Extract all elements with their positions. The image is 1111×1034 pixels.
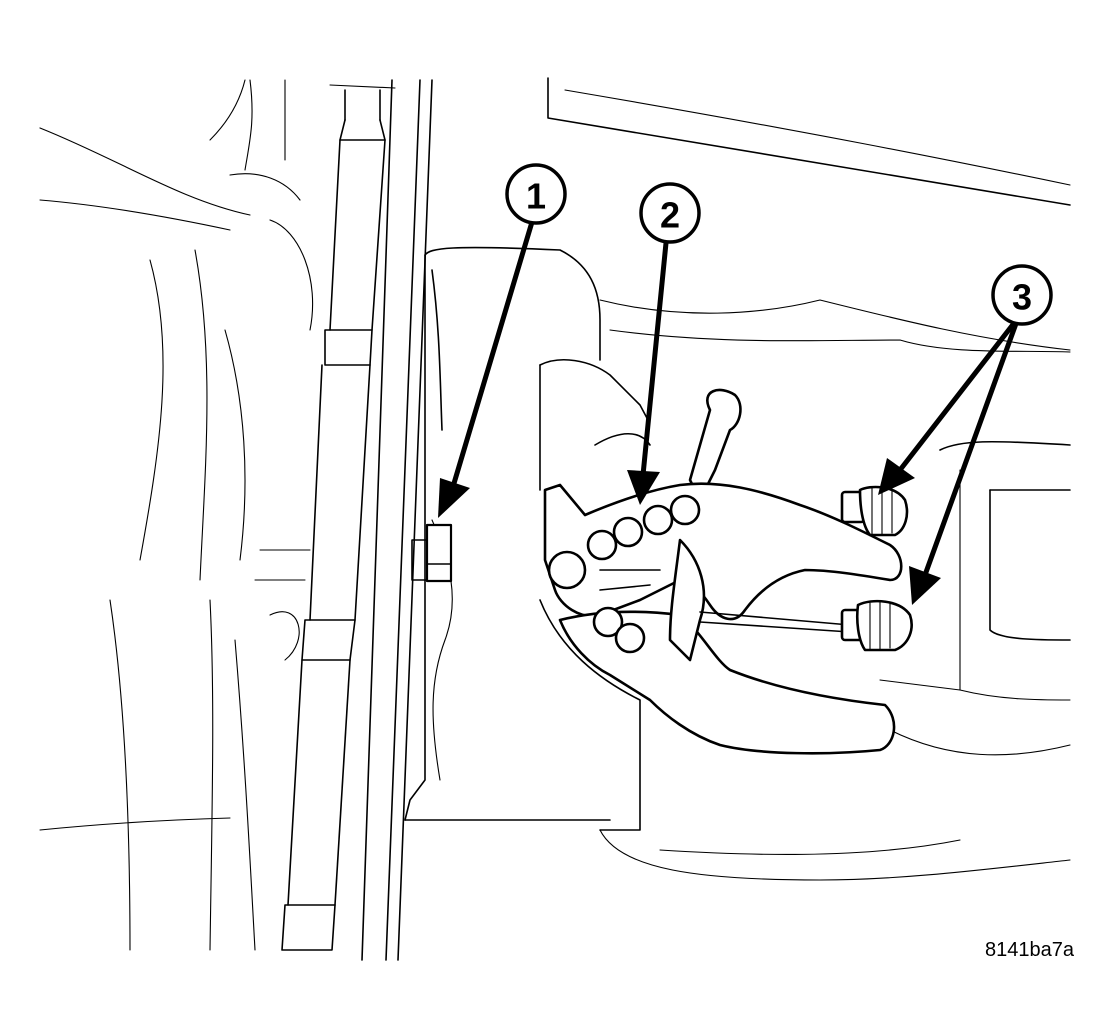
callout-1: 1 xyxy=(505,163,567,225)
callout-3: 3 xyxy=(991,264,1053,326)
callout-2-number: 2 xyxy=(660,195,680,236)
leader-lines xyxy=(438,219,1021,605)
callout-3-number: 3 xyxy=(1012,277,1032,318)
pillar-molding xyxy=(281,79,433,961)
leader-3b xyxy=(922,315,1021,578)
leader-1 xyxy=(449,219,535,493)
door-panel-outlines xyxy=(404,246,1071,881)
arrowhead-3a xyxy=(878,458,915,495)
window-frame-outline xyxy=(547,77,1071,206)
clip-part xyxy=(411,523,453,583)
removal-tool xyxy=(543,388,903,755)
callout-1-number: 1 xyxy=(526,176,546,217)
leader-3a xyxy=(897,315,1021,473)
callout-2: 2 xyxy=(639,182,701,244)
body-panel-outlines xyxy=(39,79,396,951)
arrowhead-3b xyxy=(909,566,941,605)
figure-id: 8141ba7a xyxy=(985,939,1075,961)
leader-2 xyxy=(640,240,669,478)
adjusting-knobs xyxy=(840,485,913,652)
arrowhead-1 xyxy=(438,478,470,518)
arrowhead-2 xyxy=(627,470,660,505)
